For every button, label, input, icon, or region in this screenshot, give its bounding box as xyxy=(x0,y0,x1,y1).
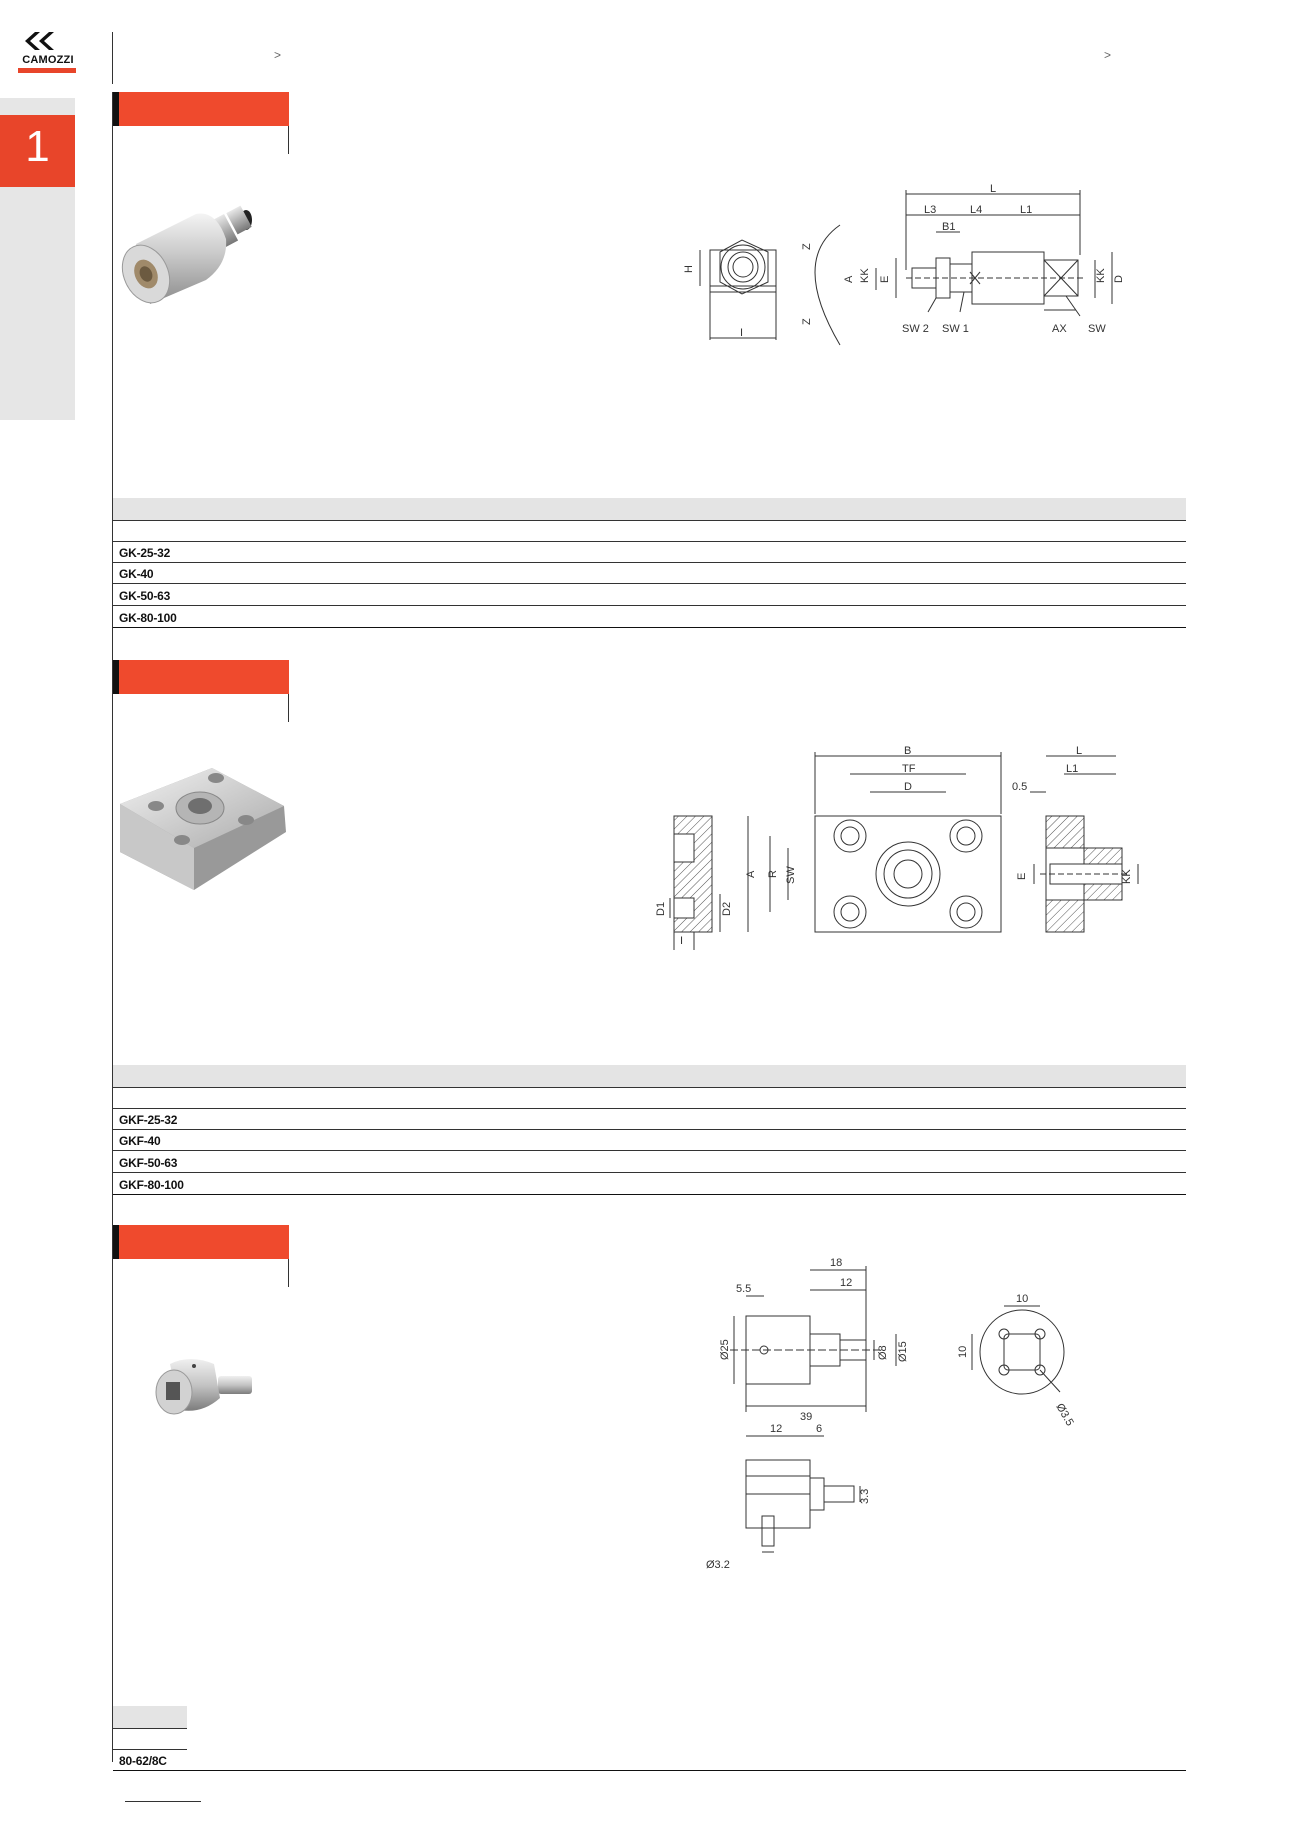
svg-text:I: I xyxy=(680,935,683,947)
svg-text:10: 10 xyxy=(1016,1293,1028,1305)
table-2-rule xyxy=(113,1087,1186,1088)
svg-text:12: 12 xyxy=(840,1277,852,1289)
camozzi-logo[interactable] xyxy=(18,28,78,78)
product-code: GKF-40 xyxy=(119,1134,161,1148)
svg-text:Z: Z xyxy=(801,243,813,250)
section-3-header-tab xyxy=(113,1225,289,1259)
svg-text:B: B xyxy=(904,745,911,757)
product-code: GK-25-32 xyxy=(119,546,171,560)
product-code: GKF-80-100 xyxy=(119,1178,184,1192)
svg-text:L: L xyxy=(990,183,996,195)
table-row: GK-80-100 xyxy=(113,607,1186,628)
svg-text:D: D xyxy=(904,781,912,793)
svg-text:18: 18 xyxy=(830,1257,842,1269)
product-code: GK-80-100 xyxy=(119,611,177,625)
table-1-rule xyxy=(113,541,1186,542)
svg-text:SW: SW xyxy=(785,866,797,884)
section-1-tab-line xyxy=(288,126,289,154)
product-code: GK-40 xyxy=(119,567,154,581)
svg-text:L4: L4 xyxy=(970,204,982,216)
svg-text:KK: KK xyxy=(1095,268,1107,283)
svg-text:E: E xyxy=(1016,873,1028,880)
svg-text:Ø25: Ø25 xyxy=(719,1339,731,1360)
svg-text:A: A xyxy=(843,275,855,283)
svg-text:SW 2: SW 2 xyxy=(902,323,929,335)
main-vertical-rule xyxy=(112,92,113,1762)
svg-text:B1: B1 xyxy=(942,221,955,233)
svg-text:Z: Z xyxy=(801,318,813,325)
svg-text:L1: L1 xyxy=(1066,763,1078,775)
section-2-tab-line xyxy=(288,694,289,722)
svg-text:H: H xyxy=(683,265,695,273)
table-row: GKF-40 xyxy=(113,1130,1186,1151)
svg-text:TF: TF xyxy=(902,763,916,775)
section-1-header-tab xyxy=(113,92,289,126)
chapter-tab[interactable] xyxy=(0,115,75,187)
svg-text:D2: D2 xyxy=(721,902,733,916)
svg-text:Ø8: Ø8 xyxy=(877,1345,889,1360)
technical-drawing-flange: D1 D2 I B TF D A R SW L L1 0.5 E KK xyxy=(655,745,1139,950)
table-2-header xyxy=(113,1065,1186,1087)
svg-text:D: D xyxy=(1113,275,1125,283)
chevron-right-icon[interactable]: > xyxy=(1104,48,1112,62)
product-code: GKF-50-63 xyxy=(119,1156,178,1170)
table-3-rule xyxy=(113,1749,187,1750)
product-photo-floating-joint xyxy=(121,205,252,304)
technical-drawing-adapter: 18 12 5.5 Ø25 Ø8 Ø15 39 10 10 Ø3.5 12 6 … xyxy=(706,1257,1076,1571)
svg-text:0.5: 0.5 xyxy=(1012,781,1027,793)
section-2-header-tab xyxy=(113,660,289,694)
table-row: GKF-25-32 xyxy=(113,1109,1186,1130)
svg-text:I: I xyxy=(740,327,743,339)
brand-name: CAMOZZI xyxy=(22,54,74,66)
footer-line xyxy=(125,1801,201,1802)
svg-text:Ø3.2: Ø3.2 xyxy=(706,1559,730,1571)
svg-text:12: 12 xyxy=(770,1423,782,1435)
product-code: 80-62/8C xyxy=(119,1754,167,1768)
svg-text:Ø3.5: Ø3.5 xyxy=(1053,1402,1075,1429)
header-divider xyxy=(112,32,113,84)
technical-drawing-floating-joint: H I L L3 L4 L1 B1 Z Z A KK E KK D SW 2 S… xyxy=(683,183,1125,346)
table-row: GK-50-63 xyxy=(113,585,1186,606)
chevron-right-icon[interactable]: > xyxy=(274,48,282,62)
table-3-rule xyxy=(113,1728,187,1729)
svg-text:SW 1: SW 1 xyxy=(942,323,969,335)
brand-bar xyxy=(18,68,76,73)
table-row: GK-40 xyxy=(113,563,1186,584)
chapter-number: 1 xyxy=(25,122,50,171)
svg-text:AX: AX xyxy=(1052,323,1067,335)
svg-text:L3: L3 xyxy=(924,204,936,216)
svg-text:E: E xyxy=(879,276,891,283)
table-row: GKF-50-63 xyxy=(113,1152,1186,1173)
section-3-tab-line xyxy=(288,1259,289,1287)
svg-text:L1: L1 xyxy=(1020,204,1032,216)
svg-text:KK: KK xyxy=(859,268,871,283)
table-2-rule xyxy=(113,1108,1186,1109)
svg-text:KK: KK xyxy=(1121,869,1133,884)
svg-text:SW: SW xyxy=(1088,323,1106,335)
svg-text:D1: D1 xyxy=(655,902,667,916)
table-1-rule xyxy=(113,520,1186,521)
svg-text:6: 6 xyxy=(816,1423,822,1435)
product-code: GK-50-63 xyxy=(119,589,171,603)
product-code: GKF-25-32 xyxy=(119,1113,178,1127)
table-row: GKF-80-100 xyxy=(113,1174,1186,1195)
svg-text:5.5: 5.5 xyxy=(736,1283,751,1295)
svg-text:10: 10 xyxy=(957,1346,969,1358)
camozzi-logo-mark-icon xyxy=(25,32,54,50)
product-photo-flange xyxy=(120,768,286,890)
svg-text:R: R xyxy=(767,870,779,878)
table-3-header xyxy=(113,1706,187,1728)
svg-text:A: A xyxy=(745,870,757,878)
product-photo-adapter xyxy=(155,1359,252,1415)
svg-text:Ø15: Ø15 xyxy=(897,1341,909,1362)
svg-text:3.3: 3.3 xyxy=(859,1489,871,1504)
table-1-header xyxy=(113,498,1186,520)
svg-text:L: L xyxy=(1076,745,1082,757)
table-row: GK-25-32 xyxy=(113,542,1186,563)
svg-text:39: 39 xyxy=(800,1411,812,1423)
table-row: 80-62/8C xyxy=(113,1750,1186,1771)
